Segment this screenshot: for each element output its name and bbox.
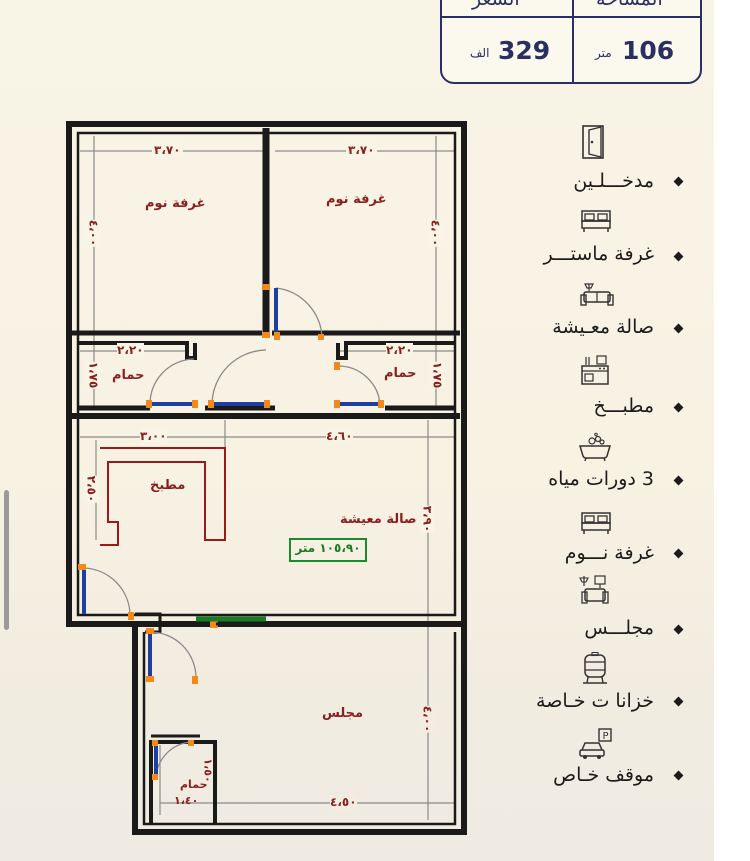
room-bedroom-right: غرفة نوم [326, 192, 387, 207]
walls [66, 121, 467, 835]
summary-header-line [442, 16, 700, 18]
bathtub-icon [578, 432, 612, 462]
price-value: 329 [498, 36, 551, 65]
page-edge [714, 0, 750, 861]
kitchen-icon [581, 355, 609, 385]
svg-text:P: P [603, 731, 609, 742]
price-header: السعر [472, 0, 520, 10]
feature-bedroom: غرفة نـــوم [564, 542, 654, 564]
dim-bedroom-left-width: ٣،٧٠ [152, 143, 183, 157]
dim-kitchen-height: ٢،٥٠ [84, 475, 99, 503]
dim-bedroom-right-width: ٣،٧٠ [346, 143, 377, 157]
sofa-icon [580, 283, 614, 306]
room-bath-bottom: حمام [180, 778, 208, 791]
area-value: 106 [622, 36, 675, 65]
dim-living-height: ٣،٩٠ [420, 505, 435, 533]
summary-divider [572, 0, 574, 82]
summary-box: المساحة السعر 106 متر 329 الف [440, 0, 702, 84]
dim-majlis-height: ٤،٠٠ [420, 705, 435, 733]
area-unit: متر [595, 46, 612, 60]
dim-majlis-width: ٤،٥٠ [330, 795, 357, 809]
dim-living-width: ٤،٦٠ [326, 429, 353, 443]
room-bath-right: حمام [384, 366, 417, 381]
bed-icon [581, 210, 611, 232]
dim-bedroom-right-height: ٤،٠٠ [428, 219, 443, 247]
doors [82, 287, 381, 778]
dim-bath-right-height: ١،٧٥ [430, 361, 445, 389]
area-box [289, 538, 367, 562]
feature-majlis: مجلـــس [584, 617, 654, 639]
feature-private-parking: موقف خـاص [553, 764, 654, 786]
price-unit: الف [470, 46, 490, 60]
dim-bath-right-width: ٢،٢٠ [386, 343, 413, 357]
feature-entrances: مدخـــلـين [573, 170, 654, 192]
room-bedroom-left: غرفة نوم [145, 196, 206, 211]
area-header: المساحة [596, 0, 663, 10]
dim-bath-left-width: ٢،٢٠ [117, 343, 144, 357]
sliding-door [196, 616, 266, 626]
dim-bedroom-left-height: ٤،٠٠ [86, 219, 101, 247]
feature-master-bedroom: غرفة ماستـــر [543, 243, 654, 265]
room-living: صالة معيشة [340, 512, 417, 527]
feature-bathrooms: 3 دورات مياه [548, 468, 654, 490]
feature-living-room: صالة معـيشة [552, 316, 654, 338]
living-area-value: ١٠٥،٩٠ متر [295, 541, 361, 555]
kitchen-outline [100, 447, 226, 546]
dim-bath-bottom-height: ١،٥٠ [201, 758, 215, 783]
door-icon [582, 125, 604, 159]
room-bath-left: حمام [112, 368, 145, 383]
room-majlis: مجلس [322, 706, 364, 721]
scrollbar-thumb[interactable] [4, 490, 9, 630]
parking-car-icon: P [579, 728, 612, 759]
room-kitchen: مطبخ [150, 478, 186, 493]
feature-kitchen: مطبـــخ [593, 395, 654, 417]
armchair-icon [579, 575, 609, 604]
bed-icon [581, 512, 611, 534]
water-tank-icon [583, 652, 607, 684]
feature-private-tanks: خزانا ت خـاصة [536, 690, 654, 712]
dim-bath-left-height: ١،٧٥ [86, 361, 101, 389]
door-hinges [78, 284, 384, 780]
dim-bath-bottom-width: ١،٤٠ [174, 794, 199, 807]
dim-kitchen-width: ٣،٠٠ [140, 429, 167, 443]
